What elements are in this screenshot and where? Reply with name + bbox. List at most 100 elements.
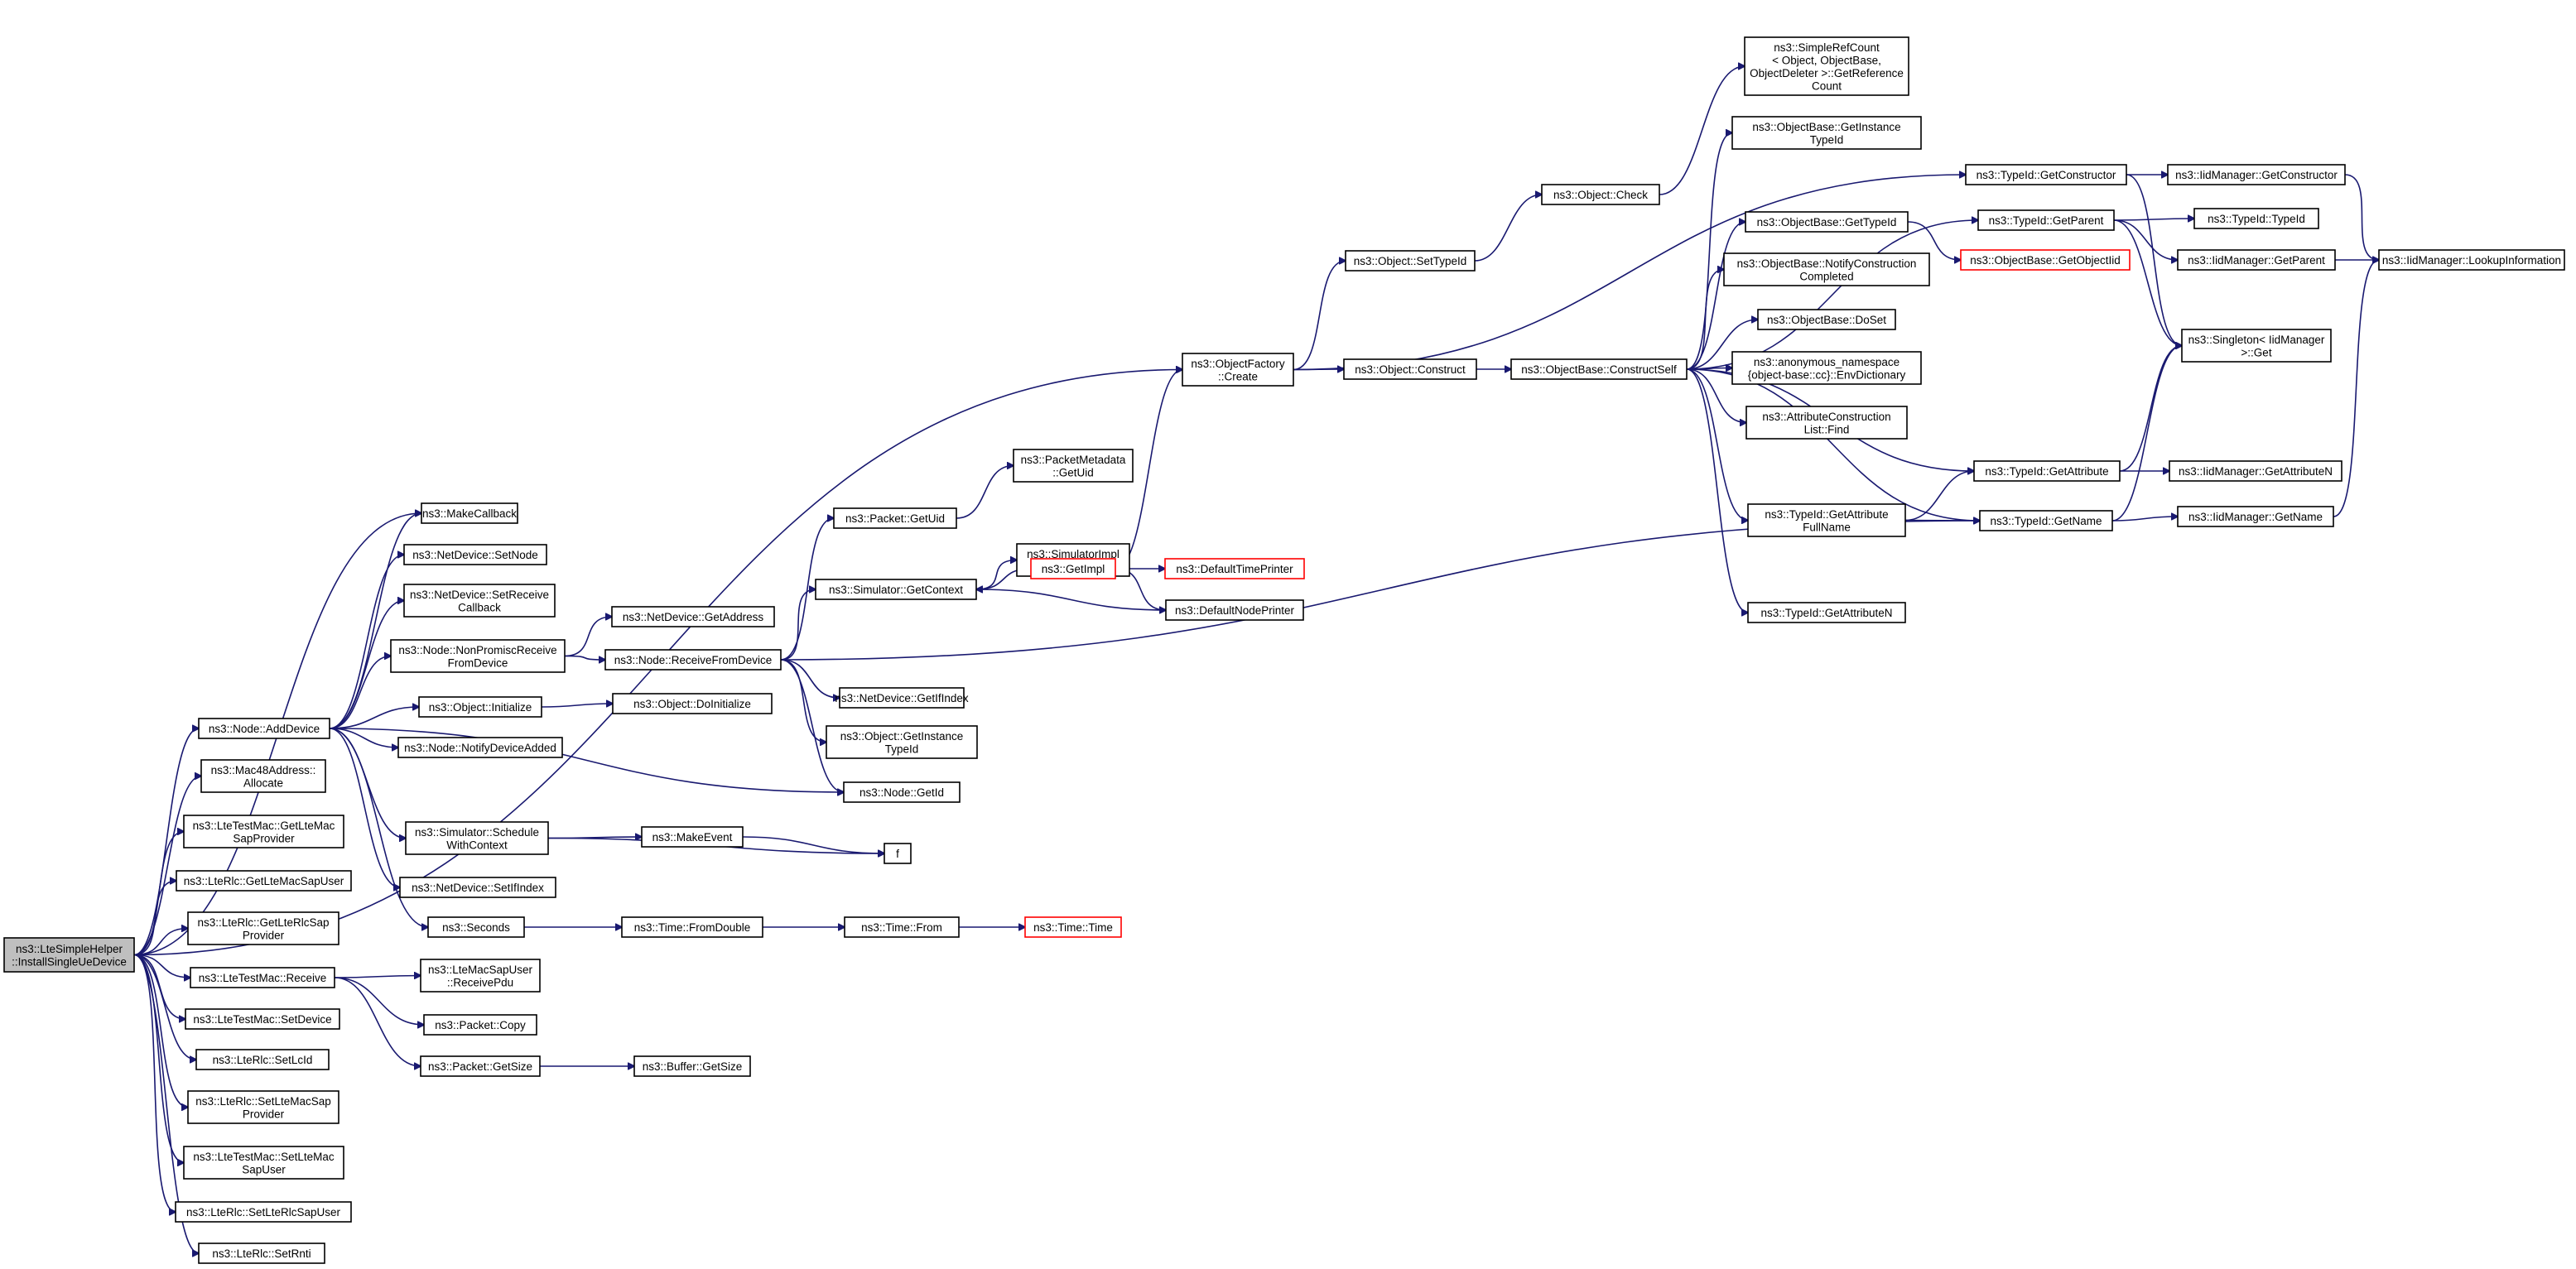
node-ltm-setdev[interactable]: ns3::LteTestMac::SetDevice bbox=[185, 1008, 340, 1030]
edge-node-rfd-to-sim-getctx bbox=[780, 589, 816, 661]
node-rlc-setrnti[interactable]: ns3::LteRlc::SetRnti bbox=[198, 1243, 325, 1264]
edge-makeevent-to-f bbox=[742, 836, 884, 853]
node-obj-construct[interactable]: ns3::Object::Construct bbox=[1343, 358, 1477, 380]
node-tid-getparent[interactable]: ns3::TypeId::GetParent bbox=[1977, 209, 2115, 231]
node-box bbox=[1723, 252, 1930, 286]
node-label: ::Create bbox=[1218, 370, 1258, 382]
node-anon-env[interactable]: ns3::anonymous_namespace{object-base::cc… bbox=[1731, 351, 1922, 385]
node-ob-cself[interactable]: ns3::ObjectBase::ConstructSelf bbox=[1510, 358, 1688, 380]
node-node-rfd[interactable]: ns3::Node::ReceiveFromDevice bbox=[604, 649, 782, 671]
node-pkt-copy[interactable]: ns3::Packet::Copy bbox=[423, 1014, 537, 1036]
node-iid-getname[interactable]: ns3::IidManager::GetName bbox=[2177, 506, 2334, 527]
node-src-get[interactable]: ns3::SimpleRefCount< Object, ObjectBase,… bbox=[1744, 36, 1909, 96]
node-pkt-getuid[interactable]: ns3::Packet::GetUid bbox=[833, 507, 957, 529]
node-rlc-setrlcu[interactable]: ns3::LteRlc::SetLteRlcSapUser bbox=[175, 1201, 352, 1223]
node-box bbox=[1979, 510, 2113, 531]
node-box bbox=[1182, 353, 1294, 387]
node-root[interactable]: ns3::LteSimpleHelper::InstallSingleUeDev… bbox=[3, 937, 135, 973]
node-makecb[interactable]: ns3::MakeCallback bbox=[421, 502, 518, 524]
edge-iid-getctor-to-iid-lookup bbox=[2344, 174, 2379, 260]
node-nd-getif[interactable]: ns3::NetDevice::GetIfIndex bbox=[835, 687, 969, 709]
node-label: ns3::Node::NonPromiscReceive bbox=[398, 644, 556, 656]
node-buf-getsize[interactable]: ns3::Buffer::GetSize bbox=[633, 1055, 751, 1077]
node-node-notify[interactable]: ns3::Node::NotifyDeviceAdded bbox=[397, 737, 563, 758]
node-box bbox=[176, 870, 352, 892]
node-tid-getan[interactable]: ns3::TypeId::GetAttributeN bbox=[1747, 602, 1906, 623]
node-pkt-getsize[interactable]: ns3::Packet::GetSize bbox=[420, 1055, 541, 1077]
edge-tid-getattr-to-singleton bbox=[2119, 346, 2182, 472]
node-node-getid[interactable]: ns3::Node::GetId bbox=[843, 781, 961, 803]
edge-tid-getname-to-singleton bbox=[2111, 346, 2182, 522]
node-rlc-setlc[interactable]: ns3::LteRlc::SetLcId bbox=[195, 1049, 330, 1070]
node-box bbox=[1164, 558, 1305, 579]
node-box bbox=[175, 1201, 352, 1223]
edge-root-to-rlc-setrnti bbox=[133, 954, 199, 1254]
node-defaultnp[interactable]: ns3::DefaultNodePrinter bbox=[1165, 599, 1304, 621]
node-time-from[interactable]: ns3::Time::From bbox=[844, 916, 960, 938]
node-singleton[interactable]: ns3::Singleton< IidManager>::Get bbox=[2181, 329, 2332, 363]
node-ob-gettid[interactable]: ns3::ObjectBase::GetTypeId bbox=[1745, 211, 1909, 233]
node-obj-doinit[interactable]: ns3::Object::DoInitialize bbox=[612, 693, 773, 714]
edge-iid-getname-to-iid-lookup bbox=[2333, 260, 2379, 517]
node-tid-getname[interactable]: ns3::TypeId::GetName bbox=[1979, 510, 2113, 531]
node-label: ns3::NetDevice::SetReceive bbox=[410, 589, 549, 601]
node-ob-getoiid[interactable]: ns3::ObjectBase::GetObjectIid bbox=[1960, 249, 2131, 271]
node-iid-getctor[interactable]: ns3::IidManager::GetConstructor bbox=[2167, 164, 2346, 185]
node-time-fd[interactable]: ns3::Time::FromDouble bbox=[621, 916, 763, 938]
node-label: ns3::ObjectBase::DoSet bbox=[1767, 314, 1886, 326]
node-makeevent[interactable]: ns3::MakeEvent bbox=[641, 826, 744, 848]
node-obj-settid[interactable]: ns3::Object::SetTypeId bbox=[1345, 250, 1476, 272]
node-label: ns3::TypeId::GetConstructor bbox=[1977, 169, 2116, 181]
node-nd-setnode[interactable]: ns3::NetDevice::SetNode bbox=[403, 544, 547, 565]
edge-tid-getafn-to-tid-getname bbox=[1904, 521, 1980, 522]
node-mac48[interactable]: ns3::Mac48Address::Allocate bbox=[200, 759, 326, 793]
node-box bbox=[420, 959, 541, 993]
node-sim-getctx[interactable]: ns3::Simulator::GetContext bbox=[815, 579, 977, 600]
node-time-time[interactable]: ns3::Time::Time bbox=[1024, 916, 1122, 938]
node-lmsu-recv[interactable]: ns3::LteMacSapUser::ReceivePdu bbox=[420, 959, 541, 993]
node-defaulttp[interactable]: ns3::DefaultTimePrinter bbox=[1164, 558, 1305, 579]
node-tid-typeid[interactable]: ns3::TypeId::TypeId bbox=[2193, 208, 2319, 229]
node-node-add[interactable]: ns3::Node::AddDevice bbox=[198, 718, 330, 739]
node-ltm-recv[interactable]: ns3::LteTestMac::Receive bbox=[190, 967, 335, 988]
node-getimpl[interactable]: ns3::GetImpl bbox=[1030, 558, 1116, 579]
node-label: ns3::IidManager::GetParent bbox=[2188, 254, 2325, 267]
node-seconds[interactable]: ns3::Seconds bbox=[427, 916, 525, 938]
node-iid-getparent[interactable]: ns3::IidManager::GetParent bbox=[2177, 249, 2336, 271]
node-f[interactable]: f bbox=[884, 843, 912, 864]
node-tid-getattr[interactable]: ns3::TypeId::GetAttribute bbox=[1973, 460, 2121, 482]
edge-objfactory-to-obj-settid bbox=[1293, 261, 1346, 371]
edge-ob-gettid-to-ob-getoiid bbox=[1907, 221, 1961, 260]
node-box bbox=[2193, 208, 2319, 229]
node-iid-getattrn[interactable]: ns3::IidManager::GetAttributeN bbox=[2169, 460, 2342, 482]
node-label: SapProvider bbox=[233, 832, 295, 844]
node-label: Allocate bbox=[243, 776, 283, 789]
node-nd-getaddr[interactable]: ns3::NetDevice::GetAddress bbox=[611, 606, 775, 627]
node-ob-notify[interactable]: ns3::ObjectBase::NotifyConstructionCompl… bbox=[1723, 252, 1930, 286]
node-objfactory[interactable]: ns3::ObjectFactory::Create bbox=[1182, 353, 1294, 387]
node-box bbox=[190, 967, 335, 988]
node-obj-check[interactable]: ns3::Object::Check bbox=[1541, 184, 1660, 205]
node-obj-init[interactable]: ns3::Object::Initialize bbox=[418, 696, 542, 718]
node-nd-setif[interactable]: ns3::NetDevice::SetIfIndex bbox=[399, 877, 556, 898]
node-label: ns3::Node::ReceiveFromDevice bbox=[614, 654, 773, 666]
node-rlc-getuser[interactable]: ns3::LteRlc::GetLteMacSapUser bbox=[176, 870, 352, 892]
node-tid-getctor[interactable]: ns3::TypeId::GetConstructor bbox=[1965, 164, 2127, 185]
node-iid-lookup[interactable]: ns3::IidManager::LookupInformation bbox=[2378, 249, 2565, 271]
node-label: ns3::LteSimpleHelper bbox=[16, 943, 123, 955]
node-pm-getuid[interactable]: ns3::PacketMetadata::GetUid bbox=[1013, 449, 1134, 483]
node-ob-doset[interactable]: ns3::ObjectBase::DoSet bbox=[1757, 309, 1896, 330]
node-label: ns3::Node::AddDevice bbox=[209, 723, 320, 735]
edge-ob-cself-to-acl-find bbox=[1686, 368, 1746, 423]
